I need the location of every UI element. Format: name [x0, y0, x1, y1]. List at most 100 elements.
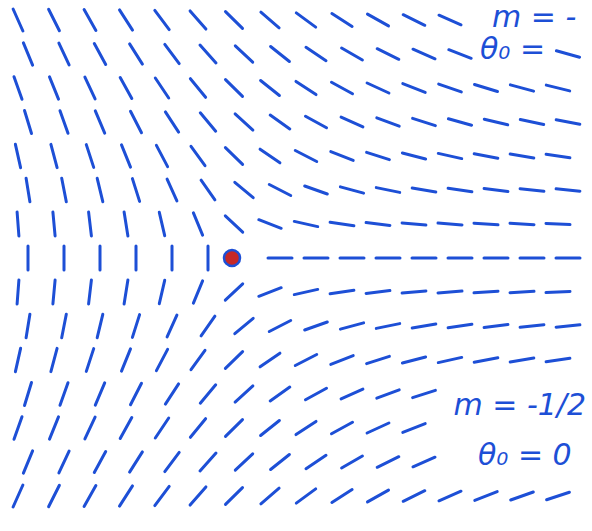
director-segment [13, 9, 23, 31]
director-segment [99, 246, 102, 270]
director-segment [438, 223, 462, 225]
director-segment [235, 46, 252, 62]
director-segment [201, 180, 215, 200]
director-segment [474, 154, 498, 159]
director-segment [332, 82, 353, 93]
director-segment [306, 116, 327, 128]
director-segment [226, 12, 243, 29]
director-segment [122, 145, 131, 167]
director-segment [120, 78, 132, 99]
director-segment [367, 83, 389, 93]
director-segment [89, 280, 92, 304]
director-segment [135, 246, 138, 270]
director-segment [402, 153, 425, 159]
director-segment [226, 420, 243, 437]
director-segment [511, 492, 534, 500]
director-segment [413, 390, 436, 397]
director-segment [53, 280, 55, 304]
director-segment [475, 85, 498, 92]
director-segment [235, 454, 252, 470]
director-segment [294, 221, 317, 226]
director-segment [342, 456, 363, 468]
director-segment [412, 324, 436, 328]
director-segment [412, 257, 436, 260]
director-segment [25, 111, 32, 134]
director-segment [132, 315, 139, 338]
director-segment [330, 222, 354, 226]
director-segment [261, 421, 280, 436]
director-segment [59, 43, 69, 65]
director-segment [520, 189, 544, 192]
director-segment [448, 257, 472, 260]
director-segment [260, 149, 280, 163]
director-segment [296, 13, 315, 27]
director-segment [50, 77, 59, 99]
director-segment [165, 112, 178, 132]
director-segment [474, 358, 498, 363]
director-segment [439, 15, 461, 25]
director-segment [449, 50, 471, 59]
director-segment [402, 223, 426, 225]
director-segment [520, 325, 544, 328]
director-segment [155, 10, 169, 29]
director-segment [225, 352, 242, 369]
director-segment [376, 257, 400, 260]
director-segment [122, 349, 131, 371]
director-segment [270, 115, 290, 129]
director-segment [368, 490, 389, 502]
director-segment [235, 318, 253, 333]
director-segment [305, 322, 328, 330]
director-segment [23, 43, 32, 65]
director-segment [271, 455, 290, 470]
director-segment [402, 291, 426, 293]
director-segment [17, 212, 19, 236]
director-segment [155, 78, 168, 98]
director-segment [340, 187, 363, 193]
director-segment [94, 44, 105, 65]
director-segment [200, 113, 215, 131]
director-segment [15, 348, 20, 371]
director-segment [439, 84, 462, 92]
director-segment [305, 186, 328, 194]
director-segment [520, 257, 544, 260]
director-segment [368, 14, 389, 26]
director-segment [510, 154, 534, 158]
director-segment [225, 284, 242, 300]
director-segment [89, 212, 92, 236]
director-segment [167, 315, 177, 337]
director-segment [474, 223, 498, 225]
director-segment [296, 489, 315, 503]
director-segment [26, 178, 30, 202]
director-segment [49, 485, 60, 506]
director-segment [259, 288, 281, 297]
director-segment [85, 417, 95, 439]
director-segment [191, 146, 205, 165]
director-segment [225, 216, 242, 232]
director-segment [124, 280, 128, 304]
director-segment [331, 356, 353, 365]
director-segment [546, 358, 570, 362]
director-segment [332, 490, 352, 503]
director-segment [85, 77, 95, 99]
director-segment [120, 418, 132, 439]
director-segment [62, 178, 67, 202]
director-segment [547, 492, 570, 499]
phase-offset: θ₀ = 0 [476, 438, 574, 471]
director-segment [84, 486, 96, 507]
director-segment [261, 12, 279, 28]
director-segment [306, 455, 326, 468]
director-segment [156, 349, 167, 370]
director-segment [484, 325, 508, 328]
director-segment [95, 111, 104, 133]
director-segment [448, 188, 472, 191]
director-segment [510, 85, 533, 91]
director-segment [475, 492, 497, 501]
director-segment [13, 485, 23, 507]
director-segment [201, 316, 215, 336]
director-segment [191, 350, 205, 369]
director-segment [306, 388, 327, 400]
director-segment [341, 389, 363, 399]
director-segment [556, 120, 580, 125]
director-segment [510, 223, 534, 224]
director-segment [402, 357, 425, 363]
